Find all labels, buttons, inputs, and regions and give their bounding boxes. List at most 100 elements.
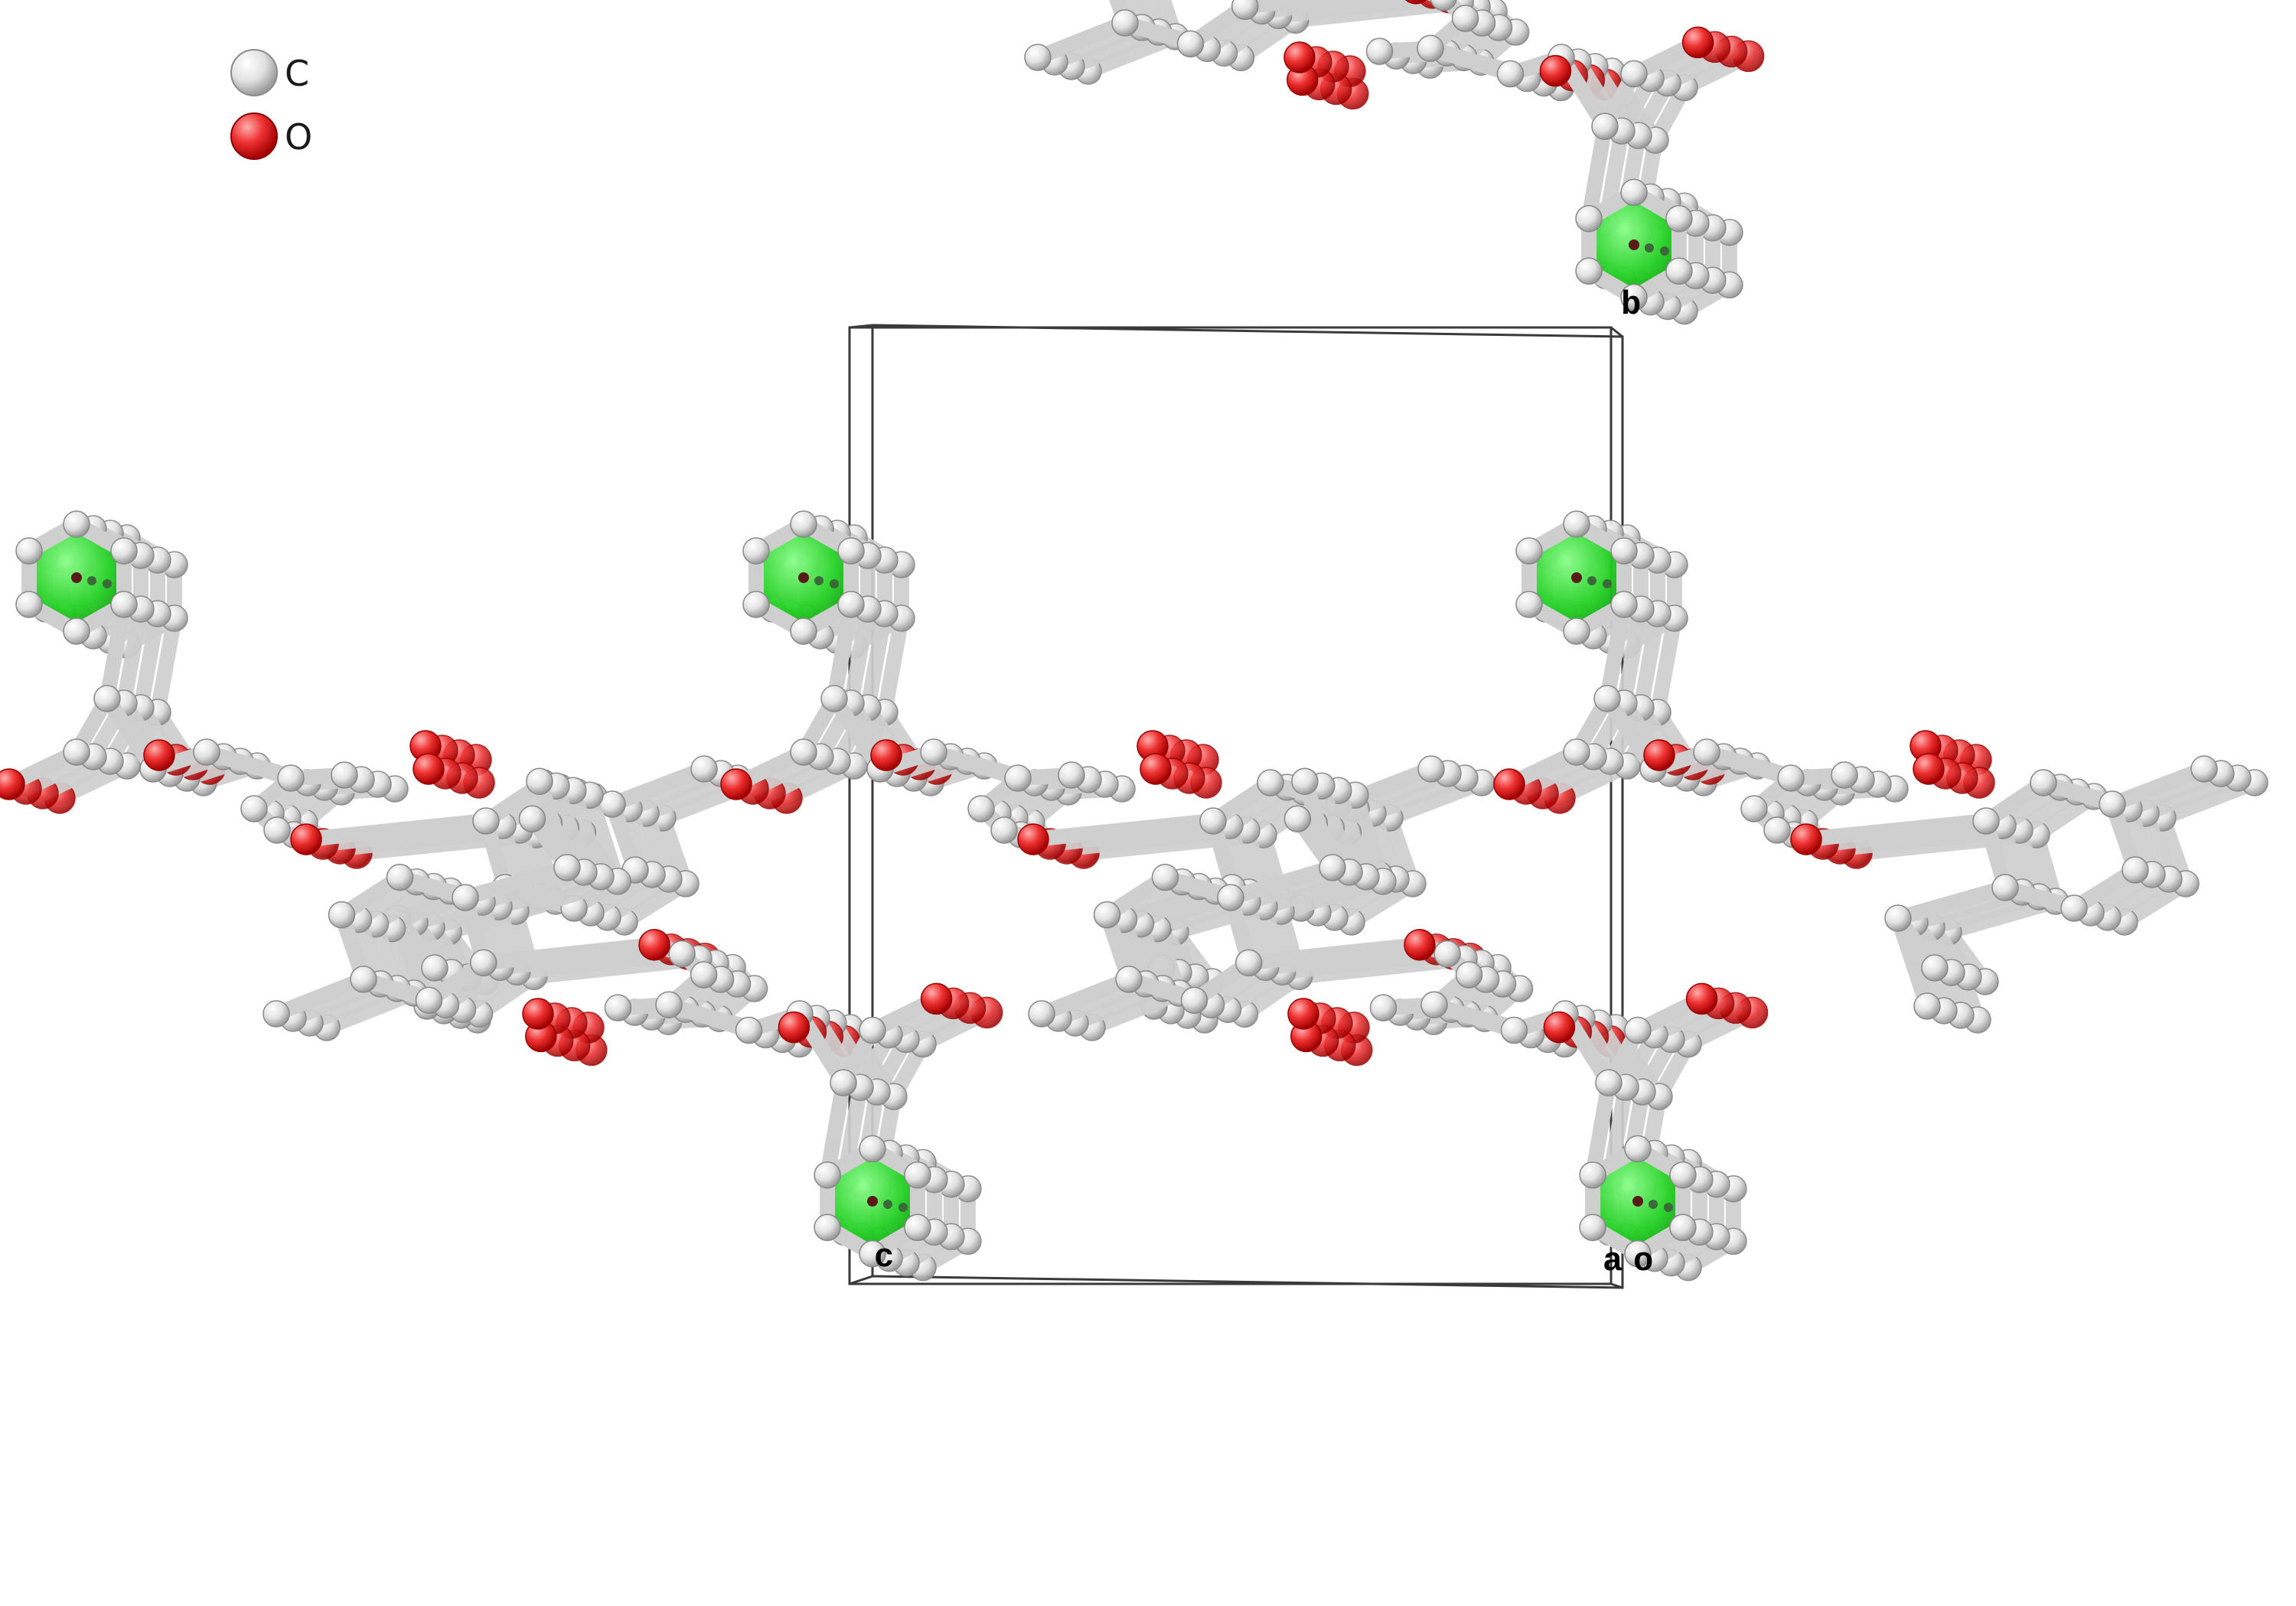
carbon-atom	[830, 1069, 857, 1096]
oxygen-atom	[413, 753, 445, 785]
carbon-atom	[814, 1161, 841, 1189]
carbon-atom	[1669, 1213, 1697, 1242]
bond	[1030, 15, 1133, 65]
carbon-atom	[1620, 178, 1648, 207]
carbon-atom	[1624, 1240, 1652, 1268]
ring-centroid-dot	[1660, 246, 1669, 256]
carbon-atom	[790, 510, 817, 538]
carbon-atom	[415, 986, 443, 1015]
bond	[827, 597, 859, 706]
oxygen-atom	[778, 1011, 810, 1044]
carbon-atom	[1058, 761, 1085, 789]
carbon-atom	[1991, 874, 2019, 901]
carbon-atom	[920, 738, 947, 766]
unit-cell-edge	[1610, 326, 1623, 338]
carbon-atom	[790, 617, 817, 645]
carbon-atom	[904, 1213, 931, 1242]
carbon-atom	[1417, 755, 1445, 783]
bond	[1296, 774, 1340, 875]
bond	[1890, 880, 2013, 926]
ring-centroid-dot	[830, 579, 839, 588]
bond	[1223, 859, 1340, 906]
carbon-atom	[837, 537, 865, 565]
carbon-atom	[1624, 1016, 1652, 1044]
ring-centroid-dot	[87, 576, 96, 585]
bond	[1423, 41, 1518, 82]
carbon-atom	[518, 805, 546, 832]
carbon-atom	[277, 764, 305, 792]
carbon-atom	[1151, 863, 1179, 891]
carbon-atom	[1176, 30, 1205, 58]
bond	[1633, 606, 1665, 715]
oxygen-atom	[143, 739, 175, 771]
ring-centroid-dot	[1649, 1200, 1658, 1209]
legend-item-carbon: C	[230, 49, 309, 96]
carbon-atom	[110, 537, 138, 565]
axis-label-a: a	[1603, 1243, 1623, 1281]
ring-centroid-dot	[1603, 579, 1612, 588]
bond	[582, 787, 625, 889]
ring-centroid-dot	[71, 572, 82, 583]
oxygen-atom	[0, 768, 25, 800]
bond	[1347, 787, 1391, 889]
unit-cell-edge	[849, 1275, 873, 1285]
carbon-atom	[1610, 591, 1638, 618]
carbon-atom	[1115, 966, 1143, 993]
carbon-atom	[331, 761, 358, 789]
carbon-atom	[1451, 5, 1479, 32]
bond	[1581, 119, 1613, 226]
carbon-atom	[1763, 816, 1791, 844]
carbon-atom	[1620, 283, 1648, 311]
bond	[1799, 813, 1994, 847]
carbon-atom	[690, 961, 718, 989]
bond	[199, 744, 298, 786]
carbon-atom	[452, 884, 479, 911]
carbon-atom	[1217, 884, 1244, 911]
carbon-atom	[1093, 901, 1121, 929]
oxygen-atom	[920, 982, 953, 1015]
bond	[877, 611, 909, 720]
carbon-atom	[1579, 1213, 1606, 1242]
carbon-atom	[1740, 795, 1768, 823]
carbon-atom	[904, 1161, 931, 1189]
carbon-atom	[421, 954, 448, 982]
carbon-atom	[263, 816, 291, 844]
carbon-atom	[328, 901, 356, 929]
carbon-atom	[1420, 991, 1448, 1018]
ring-centroid-dot	[883, 1200, 892, 1209]
carbon-atom	[1563, 617, 1590, 645]
bond	[1650, 611, 1682, 720]
carbon-atom	[1028, 1000, 1055, 1028]
carbon-atom	[1515, 537, 1543, 565]
carbon-atom	[470, 949, 497, 977]
carbon-atom	[472, 807, 500, 835]
carbon-atom	[1777, 764, 1805, 792]
carbon-atom	[1199, 807, 1227, 835]
carbon-atom	[1921, 954, 1949, 982]
carbon-atom	[668, 940, 696, 968]
bond	[2105, 761, 2212, 812]
oxygen-atom	[870, 739, 902, 771]
legend-label-oxygen: O	[285, 116, 312, 158]
carbon-atom	[1024, 44, 1052, 71]
bond	[269, 971, 371, 1021]
ring-centroid-dot	[103, 579, 112, 588]
ring-centroid-dot	[1632, 1196, 1643, 1207]
carbon-atom	[1595, 1069, 1623, 1096]
carbon-atom	[1972, 807, 2000, 835]
bond	[1890, 911, 1935, 1014]
ring-centroid-dot	[899, 1203, 908, 1212]
carbon-atom	[604, 994, 632, 1021]
bond	[860, 606, 892, 715]
molecule-stack	[1493, 510, 2268, 1034]
carbon-atom	[742, 537, 770, 565]
unit-cell-edge	[849, 324, 873, 329]
bond	[298, 813, 494, 847]
carbon-atom	[526, 767, 553, 795]
carbon-atom	[1610, 537, 1638, 565]
carbon-atom	[63, 510, 90, 538]
carbon-atom	[263, 1000, 290, 1028]
carbon-atom	[386, 863, 414, 891]
bond	[1034, 971, 1137, 1021]
molecule-layer	[0, 0, 2268, 1282]
